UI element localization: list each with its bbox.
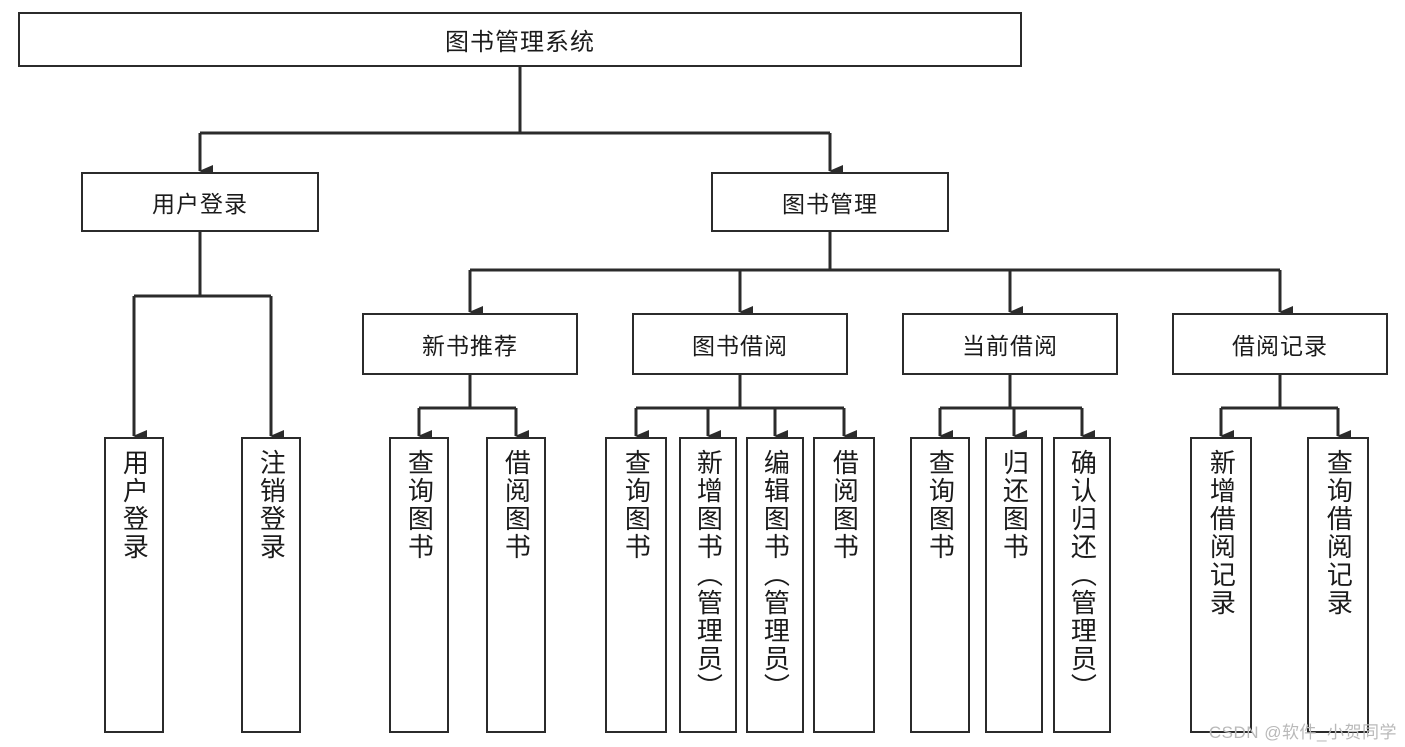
node-book-manage[interactable]: 图书管理 <box>711 172 949 232</box>
node-leaf-add-borrow-record-label: 新增借阅记录 <box>1206 449 1237 617</box>
node-leaf-borrow-book[interactable]: 借阅图书 <box>813 437 875 733</box>
node-leaf-confirm-return-admin[interactable]: 确认归还（管理员） <box>1053 437 1111 733</box>
node-root-label: 图书管理系统 <box>445 29 595 56</box>
node-current-borrow[interactable]: 当前借阅 <box>902 313 1118 375</box>
node-new-book-recommend-label: 新书推荐 <box>422 333 518 359</box>
node-leaf-user-login[interactable]: 用户登录 <box>104 437 164 733</box>
node-leaf-borrow-book-label: 借阅图书 <box>829 449 860 561</box>
node-leaf-query-book-borrow-label: 查询图书 <box>621 449 652 561</box>
node-borrow-record-label: 借阅记录 <box>1232 333 1328 359</box>
node-leaf-add-book-admin[interactable]: 新增图书（管理员） <box>679 437 737 733</box>
node-book-manage-label: 图书管理 <box>782 191 878 217</box>
node-leaf-query-borrow-record[interactable]: 查询借阅记录 <box>1307 437 1369 733</box>
node-leaf-borrow-book-recommend[interactable]: 借阅图书 <box>486 437 546 733</box>
node-new-book-recommend[interactable]: 新书推荐 <box>362 313 578 375</box>
node-leaf-borrow-book-recommend-label: 借阅图书 <box>501 449 532 561</box>
node-current-borrow-label: 当前借阅 <box>962 333 1058 359</box>
node-leaf-query-book-recommend[interactable]: 查询图书 <box>389 437 449 733</box>
node-leaf-user-login-label: 用户登录 <box>119 449 150 561</box>
node-leaf-add-book-admin-label: 新增图书（管理员） <box>693 449 724 701</box>
node-leaf-query-book-current[interactable]: 查询图书 <box>910 437 970 733</box>
watermark-text: CSDN @软件_小贺同学 <box>1208 723 1397 742</box>
node-leaf-user-logout[interactable]: 注销登录 <box>241 437 301 733</box>
node-leaf-user-logout-label: 注销登录 <box>256 449 287 561</box>
node-root[interactable]: 图书管理系统 <box>18 12 1022 67</box>
node-user-login[interactable]: 用户登录 <box>81 172 319 232</box>
node-leaf-edit-book-admin-label: 编辑图书（管理员） <box>760 449 791 701</box>
node-leaf-query-book-recommend-label: 查询图书 <box>404 449 435 561</box>
node-book-borrow-label: 图书借阅 <box>692 333 788 359</box>
node-leaf-edit-book-admin[interactable]: 编辑图书（管理员） <box>746 437 804 733</box>
node-leaf-return-book[interactable]: 归还图书 <box>985 437 1043 733</box>
node-book-borrow[interactable]: 图书借阅 <box>632 313 848 375</box>
node-leaf-add-borrow-record[interactable]: 新增借阅记录 <box>1190 437 1252 733</box>
node-leaf-query-book-borrow[interactable]: 查询图书 <box>605 437 667 733</box>
node-borrow-record[interactable]: 借阅记录 <box>1172 313 1388 375</box>
node-leaf-query-book-current-label: 查询图书 <box>925 449 956 561</box>
node-leaf-return-book-label: 归还图书 <box>999 449 1030 561</box>
node-leaf-confirm-return-admin-label: 确认归还（管理员） <box>1067 449 1098 701</box>
node-leaf-query-borrow-record-label: 查询借阅记录 <box>1323 449 1354 617</box>
node-user-login-label: 用户登录 <box>152 191 248 217</box>
